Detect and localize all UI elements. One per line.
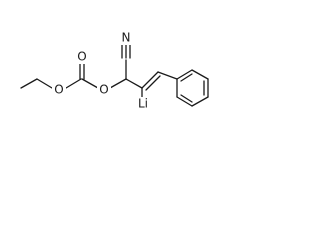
bond-cli-eq-ch-2 bbox=[145, 75, 161, 91]
molecule-canvas: O O O N Li bbox=[0, 0, 261, 138]
molecule-structure: O O O N Li bbox=[20, 31, 209, 111]
atom-nitrogen: N bbox=[122, 31, 131, 45]
bond-ch-phenyl bbox=[157, 71, 178, 80]
bond-ch-cli bbox=[125, 78, 143, 89]
bond-cli-eq-ch-1 bbox=[141, 71, 159, 89]
atom-lithium: Li bbox=[138, 97, 148, 111]
bond-o-ch bbox=[109, 78, 127, 89]
bond-carbonyl-c-o bbox=[81, 78, 99, 89]
phenyl-ring bbox=[176, 69, 209, 107]
atom-oxygen-carbonyl: O bbox=[77, 50, 86, 64]
bond-o-carbonyl-c bbox=[65, 78, 82, 89]
atom-oxygen-ethoxy: O bbox=[54, 83, 63, 97]
atom-oxygen-ester: O bbox=[99, 83, 108, 97]
bond-ch2-o bbox=[36, 78, 53, 89]
bond-ch3-ch2 bbox=[20, 78, 38, 89]
